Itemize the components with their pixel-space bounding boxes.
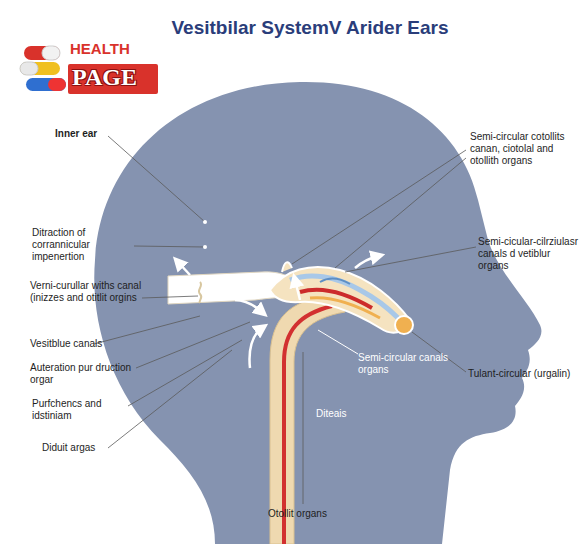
leader-lines	[94, 136, 476, 504]
part-label: Verni-curullar withs canal (inizzes and …	[30, 280, 142, 304]
logo-word: HEALTH	[70, 40, 160, 57]
part-label: Ditraction of corrannicular impenertion	[32, 227, 134, 263]
inner-ear-organ	[270, 262, 413, 334]
part-label: Semi-cicular-cilrziulasr canals d vetibl…	[478, 236, 578, 272]
part-label: Semi-circular canals organs	[358, 352, 450, 376]
ear-drum	[199, 282, 202, 303]
part-label: Purfchencs and idstiniam	[32, 398, 128, 422]
logo-word: PAGE	[72, 64, 158, 90]
spinal-cord	[270, 296, 345, 544]
part-label: Inner ear	[55, 128, 135, 140]
diagram-title: Vesitbilar SystemV Arider Ears	[120, 17, 500, 39]
flow-arrows	[178, 256, 378, 368]
part-label: Auteration pur druction orgar	[30, 362, 134, 386]
leader-dot	[203, 220, 207, 224]
part-label: Diduit argas	[42, 442, 132, 454]
part-label: Diteais	[316, 408, 376, 420]
part-label: Tulant-circular (urgalin)	[468, 368, 572, 380]
leader-dot	[203, 245, 207, 249]
part-label: Semi-circular cotollits canan, ciotolal …	[470, 131, 578, 167]
part-label: Otollit organs	[268, 508, 368, 520]
part-label: Vesitblue canals	[30, 338, 130, 350]
leader-line-white	[318, 330, 358, 354]
